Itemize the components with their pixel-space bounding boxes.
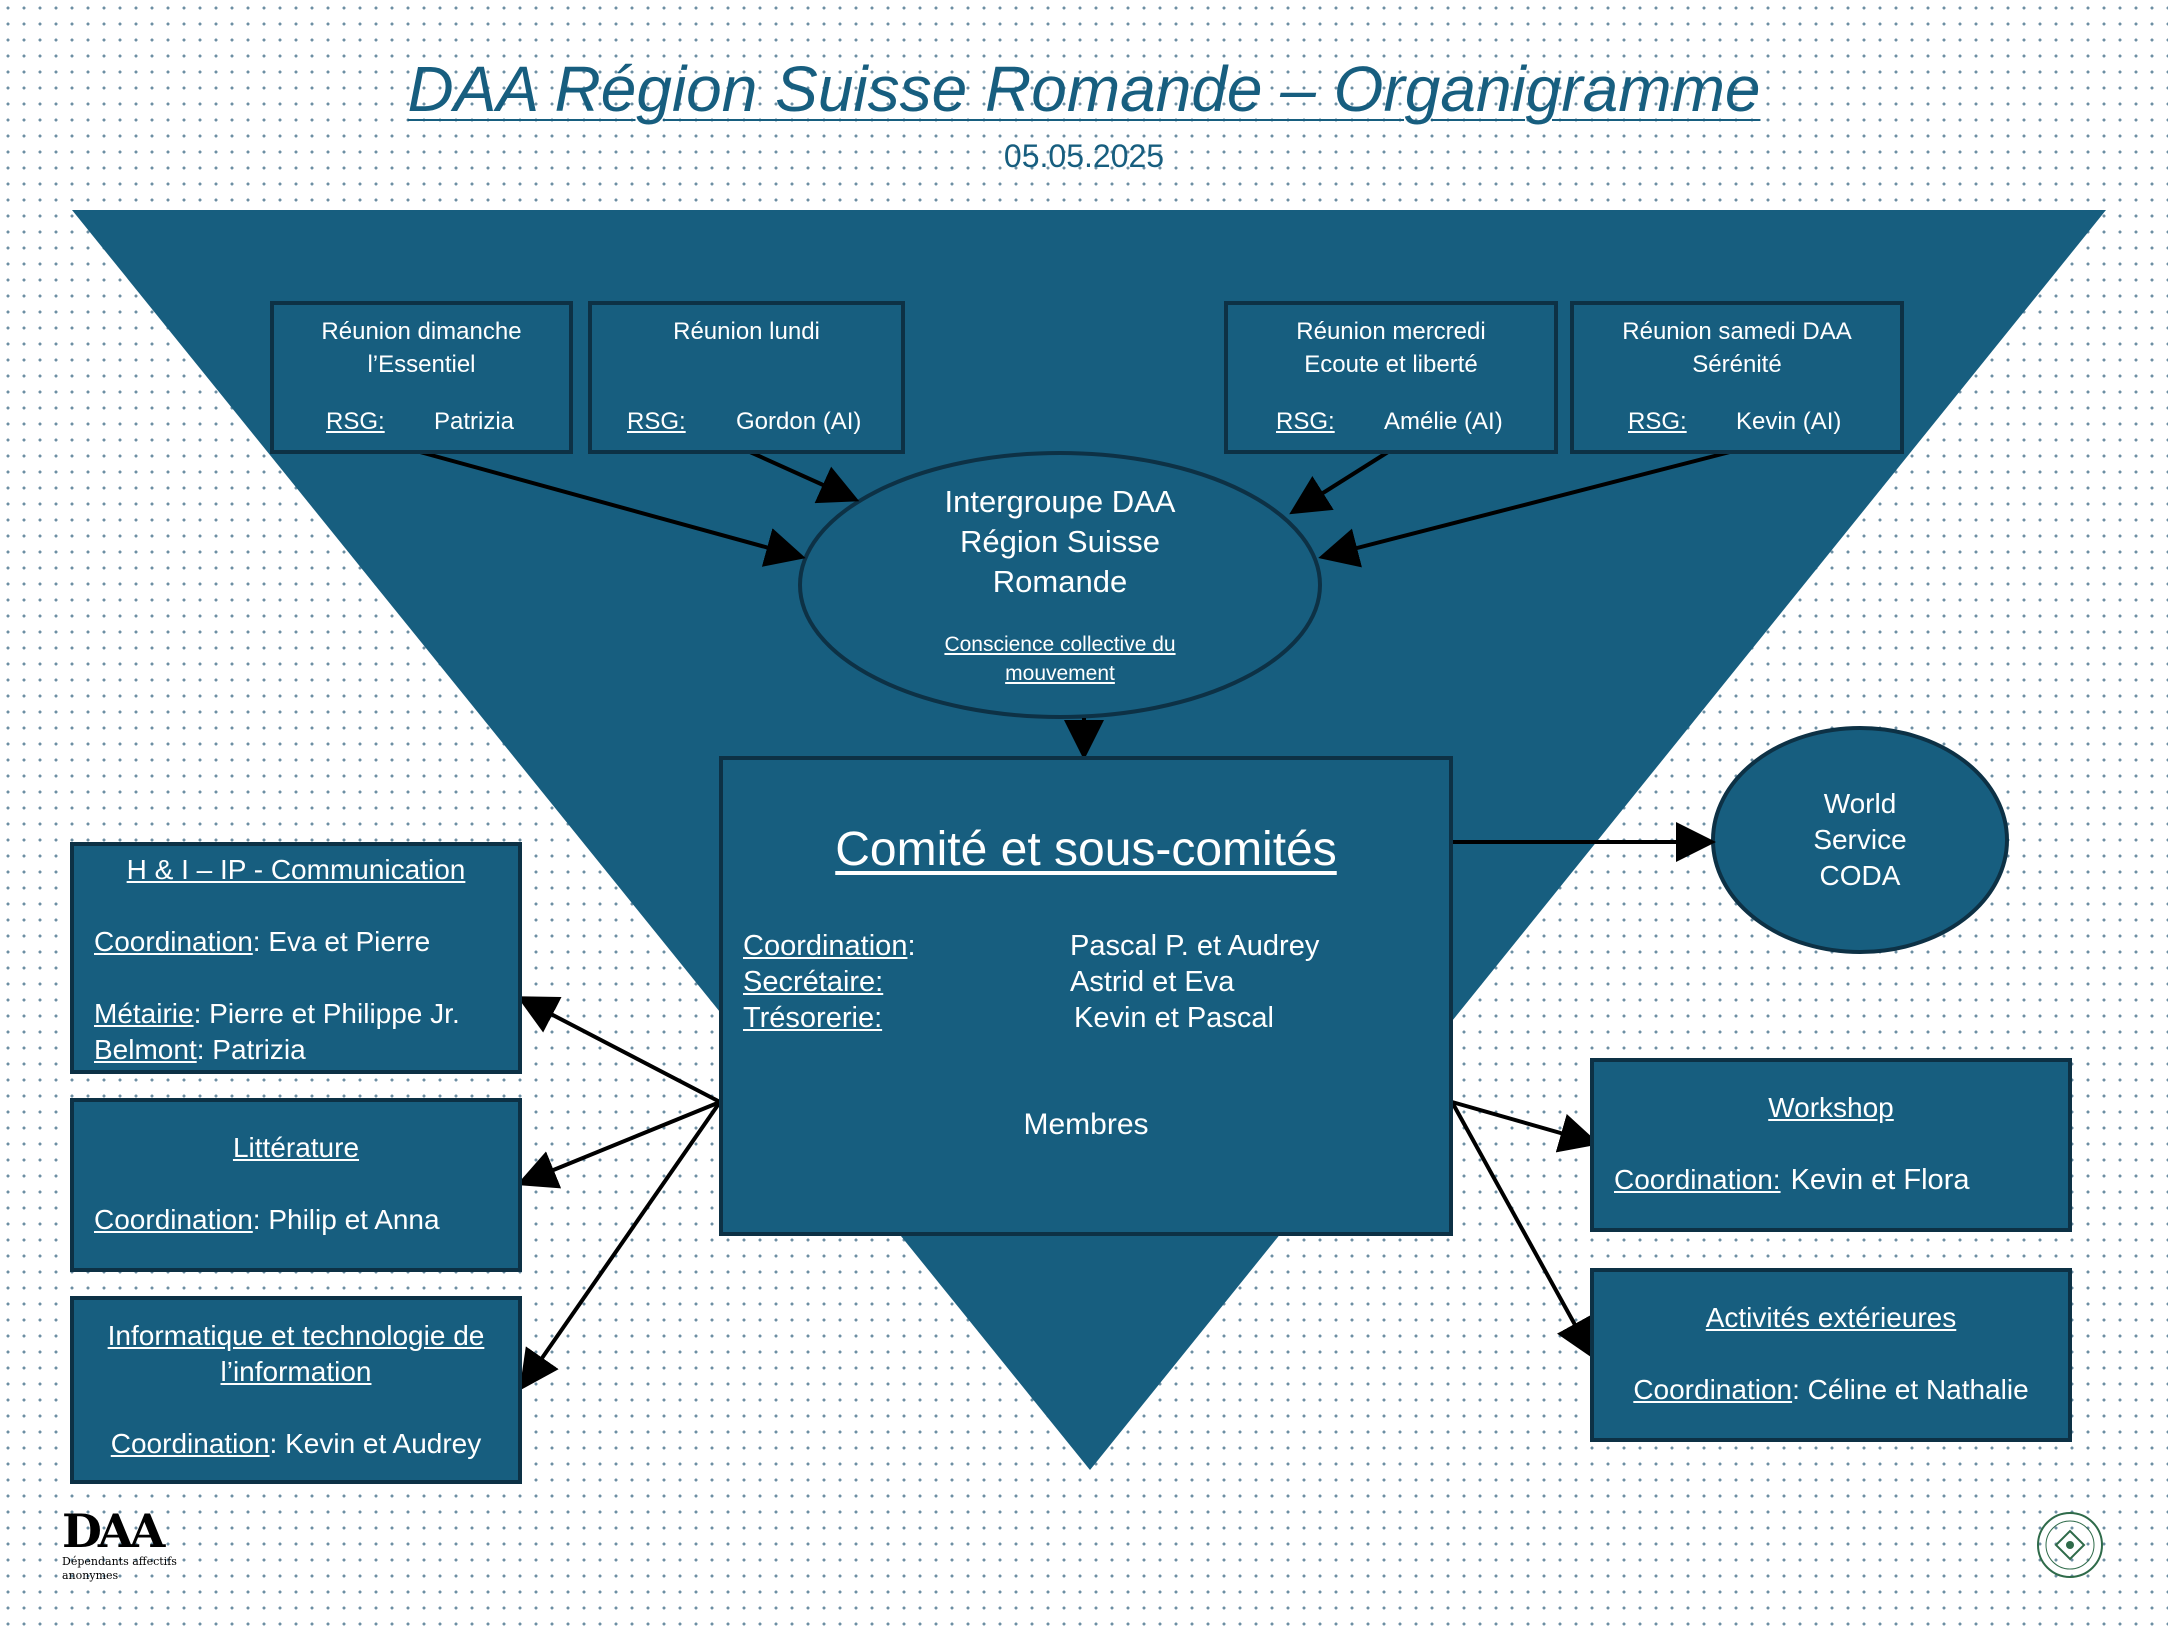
literature-box: Littérature Coordination: Philip et Anna <box>70 1098 522 1272</box>
intergroup-sub-line2: mouvement <box>1005 662 1115 685</box>
workshop-box: Workshop Coordination: Kevin et Flora <box>1590 1058 2072 1232</box>
daa-logo: DAA Dépendants affectifs anonymes <box>62 1508 177 1582</box>
seal-logo <box>2037 1512 2103 1578</box>
committee-row-coordination: Coordination: <box>743 930 916 963</box>
meeting-box-saturday: Réunion samedi DAA Sérénité RSG: Kevin (… <box>1570 301 1904 454</box>
coord-label: Coordination <box>94 1204 253 1235</box>
meeting-name-line1: Réunion lundi <box>673 318 820 345</box>
rsg-label: RSG: <box>627 408 686 435</box>
daa-logo-subtitle-line1: Dépendants affectifs <box>62 1555 177 1568</box>
committee-box: Comité et sous-comités Coordination: Pas… <box>719 756 1453 1236</box>
intergroup-ellipse <box>798 451 1322 719</box>
hi-coordination: Coordination: Eva et Pierre <box>94 926 430 958</box>
metairie-value: : Pierre et Philippe Jr. <box>193 998 460 1029</box>
intergroup-subtitle: Conscience collective du mouvement <box>860 630 1260 688</box>
rsg-value: Kevin (AI) <box>1736 408 1842 435</box>
meeting-name-line1: Réunion dimanche <box>321 318 522 345</box>
rsg-label: RSG: <box>326 408 385 435</box>
rsg-label: RSG: <box>1276 408 1335 435</box>
coord-value: : Philip et Anna <box>252 1204 440 1235</box>
page-title: DAA Région Suisse Romande – Organigramme <box>407 53 1761 125</box>
hi-metairie: Métairie: Pierre et Philippe Jr. <box>94 998 460 1030</box>
arrow-committee-to-it <box>519 1100 722 1391</box>
coord-value: : Kevin et Audrey <box>269 1428 482 1459</box>
coord-value: : Céline et Nathalie <box>1792 1374 2029 1405</box>
belmont-label: Belmont <box>94 1034 197 1065</box>
committee-value: Kevin et Pascal <box>1074 1002 1274 1034</box>
arrow-saturday-to-intergroup <box>1318 450 1731 568</box>
intergroup-line3: Romande <box>992 564 1128 599</box>
intergroup-line1: Intergroupe DAA <box>944 484 1176 519</box>
intergroup-line2: Région Suisse <box>960 524 1160 559</box>
meeting-name-line1: Réunion mercredi <box>1296 318 1486 345</box>
arrow-committee-to-hi <box>516 996 721 1104</box>
meeting-box-sunday: Réunion dimanche l’Essentiel RSG: Patriz… <box>270 301 573 454</box>
daa-logo-mark: DAA <box>62 1504 165 1558</box>
meeting-name-line2: Ecoute et liberté <box>1304 351 1478 378</box>
literature-title: Littérature <box>232 1132 360 1163</box>
committee-value: Pascal P. et Audrey <box>1070 930 1320 962</box>
hi-title: H & I – IP - Communication <box>126 854 466 885</box>
literature-coordination: Coordination: Philip et Anna <box>94 1204 440 1236</box>
meeting-name-line2: Sérénité <box>1692 351 1782 378</box>
world-service-label: World Service CODA <box>1760 786 1960 894</box>
it-coordination: Coordination: Kevin et Audrey <box>74 1428 518 1460</box>
it-title-line1: Informatique et technologie de <box>107 1320 485 1351</box>
meeting-box-wednesday: Réunion mercredi Ecoute et liberté RSG: … <box>1224 301 1558 454</box>
world-service-line2: Service <box>1813 824 1907 855</box>
committee-row-secretary: Secrétaire: <box>743 966 884 998</box>
meeting-box-monday: Réunion lundi RSG: Gordon (AI) <box>588 301 905 454</box>
arrow-sunday-to-intergroup <box>419 450 806 567</box>
meeting-name-line2: l’Essentiel <box>367 351 476 378</box>
metairie-label: Métairie <box>94 998 194 1029</box>
coord-label: Coordination: <box>1614 1164 1781 1195</box>
rsg-value: Amélie (AI) <box>1384 408 1503 435</box>
coord-value: : Eva et Pierre <box>252 926 431 957</box>
world-service-line1: World <box>1823 788 1897 819</box>
outdoor-activities-box: Activités extérieures Coordination: Céli… <box>1590 1268 2072 1442</box>
intergroup-sub-line1: Conscience collective du <box>944 633 1176 656</box>
hi-belmont: Belmont: Patrizia <box>94 1034 306 1066</box>
coord-label: Coordination <box>110 1428 270 1459</box>
belmont-value: : Patrizia <box>196 1034 306 1065</box>
arrow-wednesday-to-intergroup <box>1289 450 1390 515</box>
arrow-committee-to-literature <box>516 1100 721 1189</box>
committee-title: Comité et sous-comités <box>835 823 1337 876</box>
coord-label: Coordination <box>1633 1374 1793 1405</box>
activities-coordination: Coordination: Céline et Nathalie <box>1594 1374 2068 1406</box>
committee-label: Coordination <box>743 930 908 962</box>
arrow-committee-to-workshop <box>1451 1100 1600 1153</box>
rsg-value: Gordon (AI) <box>736 408 862 435</box>
committee-members: Membres <box>1023 1108 1149 1141</box>
arrow-monday-to-intergroup <box>749 450 860 504</box>
arrow-committee-to-activities <box>1450 1101 1594 1360</box>
committee-value: Astrid et Eva <box>1070 966 1235 998</box>
workshop-title: Workshop <box>1768 1092 1894 1123</box>
rsg-value: Patrizia <box>434 408 515 435</box>
page-date: 05.05.2025 <box>1003 138 1165 174</box>
hi-communication-box: H & I – IP - Communication Coordination:… <box>70 842 522 1074</box>
committee-label-suffix: : <box>907 930 916 962</box>
meeting-name-line1: Réunion samedi DAA <box>1622 318 1852 345</box>
activities-title: Activités extérieures <box>1705 1302 1957 1333</box>
rsg-label: RSG: <box>1628 408 1687 435</box>
daa-logo-subtitle-line2: anonymes <box>62 1569 119 1582</box>
coord-label: Coordination <box>94 926 253 957</box>
it-title-line2: l’information <box>220 1356 372 1387</box>
intergroup-title: Intergroupe DAA Région Suisse Romande <box>860 482 1260 602</box>
it-box: Informatique et technologie de l’informa… <box>70 1296 522 1484</box>
coord-value: Kevin et Flora <box>1790 1164 1970 1196</box>
committee-row-treasury: Trésorerie: <box>743 1002 883 1034</box>
workshop-coordination: Coordination: Kevin et Flora <box>1614 1164 1969 1197</box>
world-service-line3: CODA <box>1819 860 1901 891</box>
